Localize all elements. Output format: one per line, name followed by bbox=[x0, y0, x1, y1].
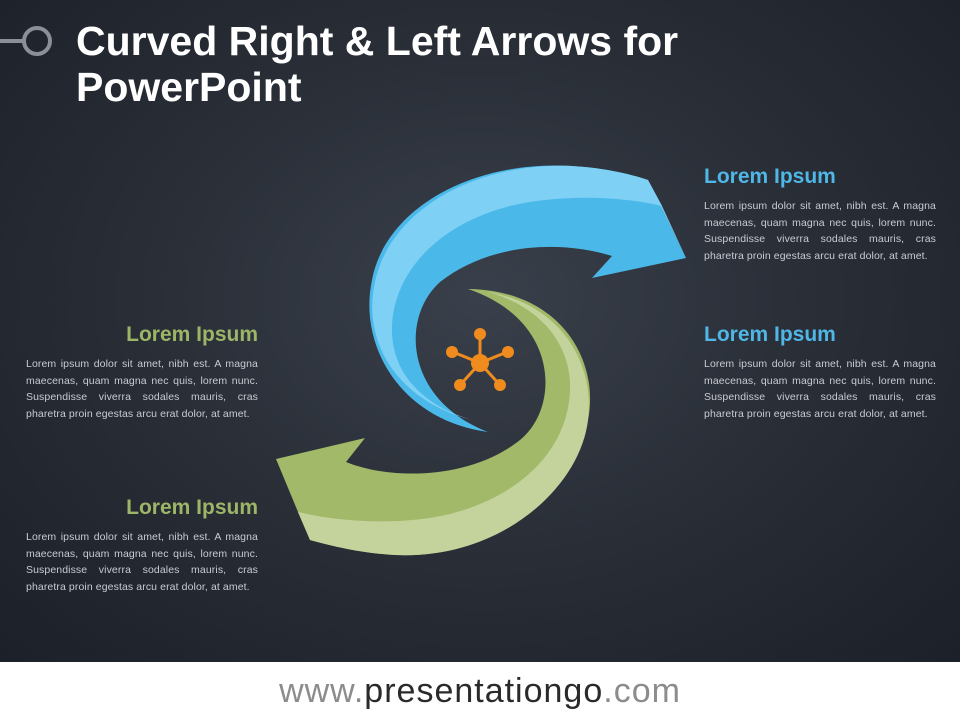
footer-suffix: .com bbox=[603, 672, 681, 710]
blue-curved-arrow bbox=[369, 165, 686, 432]
footer-url: www.presentationgo.com bbox=[0, 662, 960, 720]
ring-icon bbox=[22, 26, 52, 56]
text-block-middle-right: Lorem Ipsum Lorem ipsum dolor sit amet, … bbox=[704, 322, 936, 422]
text-block-middle-left: Lorem Ipsum Lorem ipsum dolor sit amet, … bbox=[26, 322, 258, 422]
curved-arrows-diagram bbox=[276, 165, 686, 556]
footer-brand: presentationgo bbox=[364, 672, 604, 710]
block-body: Lorem ipsum dolor sit amet, nibh est. A … bbox=[704, 358, 936, 420]
title-marker-line bbox=[0, 39, 24, 43]
network-hub-icon bbox=[446, 328, 514, 391]
block-heading: Lorem Ipsum bbox=[126, 323, 258, 346]
slide-title: Curved Right & Left Arrows for PowerPoin… bbox=[76, 18, 679, 110]
footer-prefix: www. bbox=[279, 672, 365, 710]
block-body: Lorem ipsum dolor sit amet, nibh est. A … bbox=[26, 358, 258, 420]
slide: Curved Right & Left Arrows for PowerPoin… bbox=[0, 0, 960, 662]
block-heading: Lorem Ipsum bbox=[704, 323, 836, 346]
text-block-top-right: Lorem Ipsum Lorem ipsum dolor sit amet, … bbox=[704, 164, 936, 264]
green-curved-arrow bbox=[276, 289, 591, 556]
block-heading: Lorem Ipsum bbox=[704, 165, 836, 188]
text-block-bottom-left: Lorem Ipsum Lorem ipsum dolor sit amet, … bbox=[26, 495, 258, 595]
block-heading: Lorem Ipsum bbox=[126, 496, 258, 519]
block-body: Lorem ipsum dolor sit amet, nibh est. A … bbox=[704, 200, 936, 262]
block-body: Lorem ipsum dolor sit amet, nibh est. A … bbox=[26, 531, 258, 593]
